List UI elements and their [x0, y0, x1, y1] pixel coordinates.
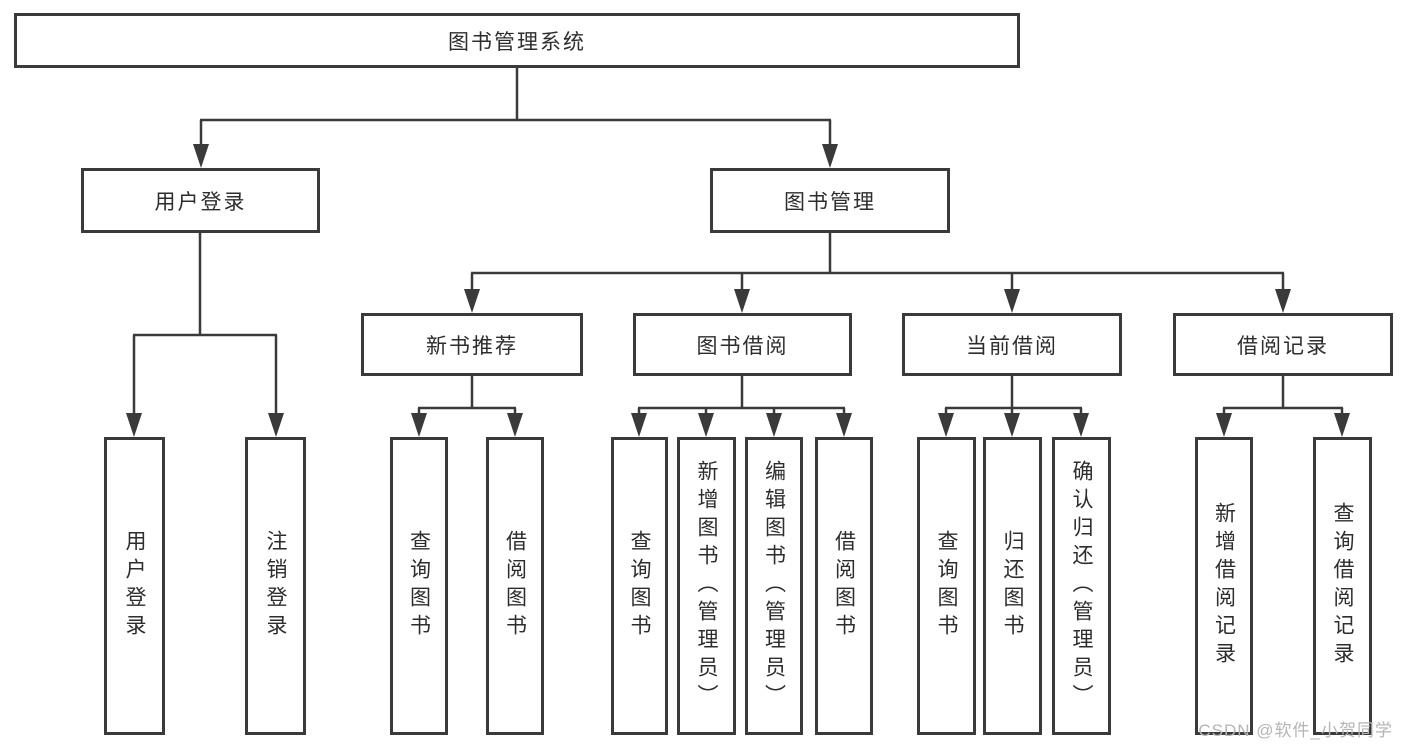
- leaf-query-borrow-record: 查询借阅记录: [1313, 437, 1372, 735]
- leaf-query-books-borrow: 查询图书: [611, 437, 668, 735]
- node-current-borrow: 当前借阅: [902, 313, 1122, 376]
- leaf-return-book: 归还图书: [983, 437, 1042, 735]
- connector-new-book-recommend-to-leaves: [411, 375, 523, 437]
- leaf-query-books-current: 查询图书: [917, 437, 976, 735]
- connector-borrow-records-to-leaves: [1216, 375, 1350, 437]
- leaf-query-books-recommend: 查询图书: [390, 437, 448, 735]
- node-new-book-recommend: 新书推荐: [361, 313, 583, 376]
- connector-book-management-to-level3: [464, 232, 1291, 313]
- node-user-login: 用户登录: [81, 168, 320, 233]
- connector-root-to-level2: [193, 67, 838, 168]
- leaf-confirm-return-admin: 确认归还（管理员）: [1052, 437, 1111, 735]
- leaf-edit-book-admin: 编辑图书（管理员）: [745, 437, 803, 735]
- connector-user-login-to-leaves: [126, 232, 284, 437]
- leaf-borrow-books-borrow: 借阅图书: [815, 437, 873, 735]
- leaf-logout: 注销登录: [245, 437, 306, 735]
- leaf-user-login: 用户登录: [104, 437, 165, 735]
- leaf-borrow-books-recommend: 借阅图书: [486, 437, 544, 735]
- leaf-add-borrow-record: 新增借阅记录: [1195, 437, 1253, 735]
- csdn-watermark: CSDN @软件_小贺同学: [1198, 721, 1393, 740]
- node-book-borrow: 图书借阅: [633, 313, 852, 376]
- node-book-management: 图书管理: [710, 168, 950, 233]
- node-root-system: 图书管理系统: [14, 13, 1020, 68]
- node-borrow-records: 借阅记录: [1173, 313, 1393, 376]
- connector-current-borrow-to-leaves: [938, 375, 1089, 437]
- connector-book-borrow-to-leaves: [631, 375, 852, 437]
- leaf-add-book-admin: 新增图书（管理员）: [677, 437, 736, 735]
